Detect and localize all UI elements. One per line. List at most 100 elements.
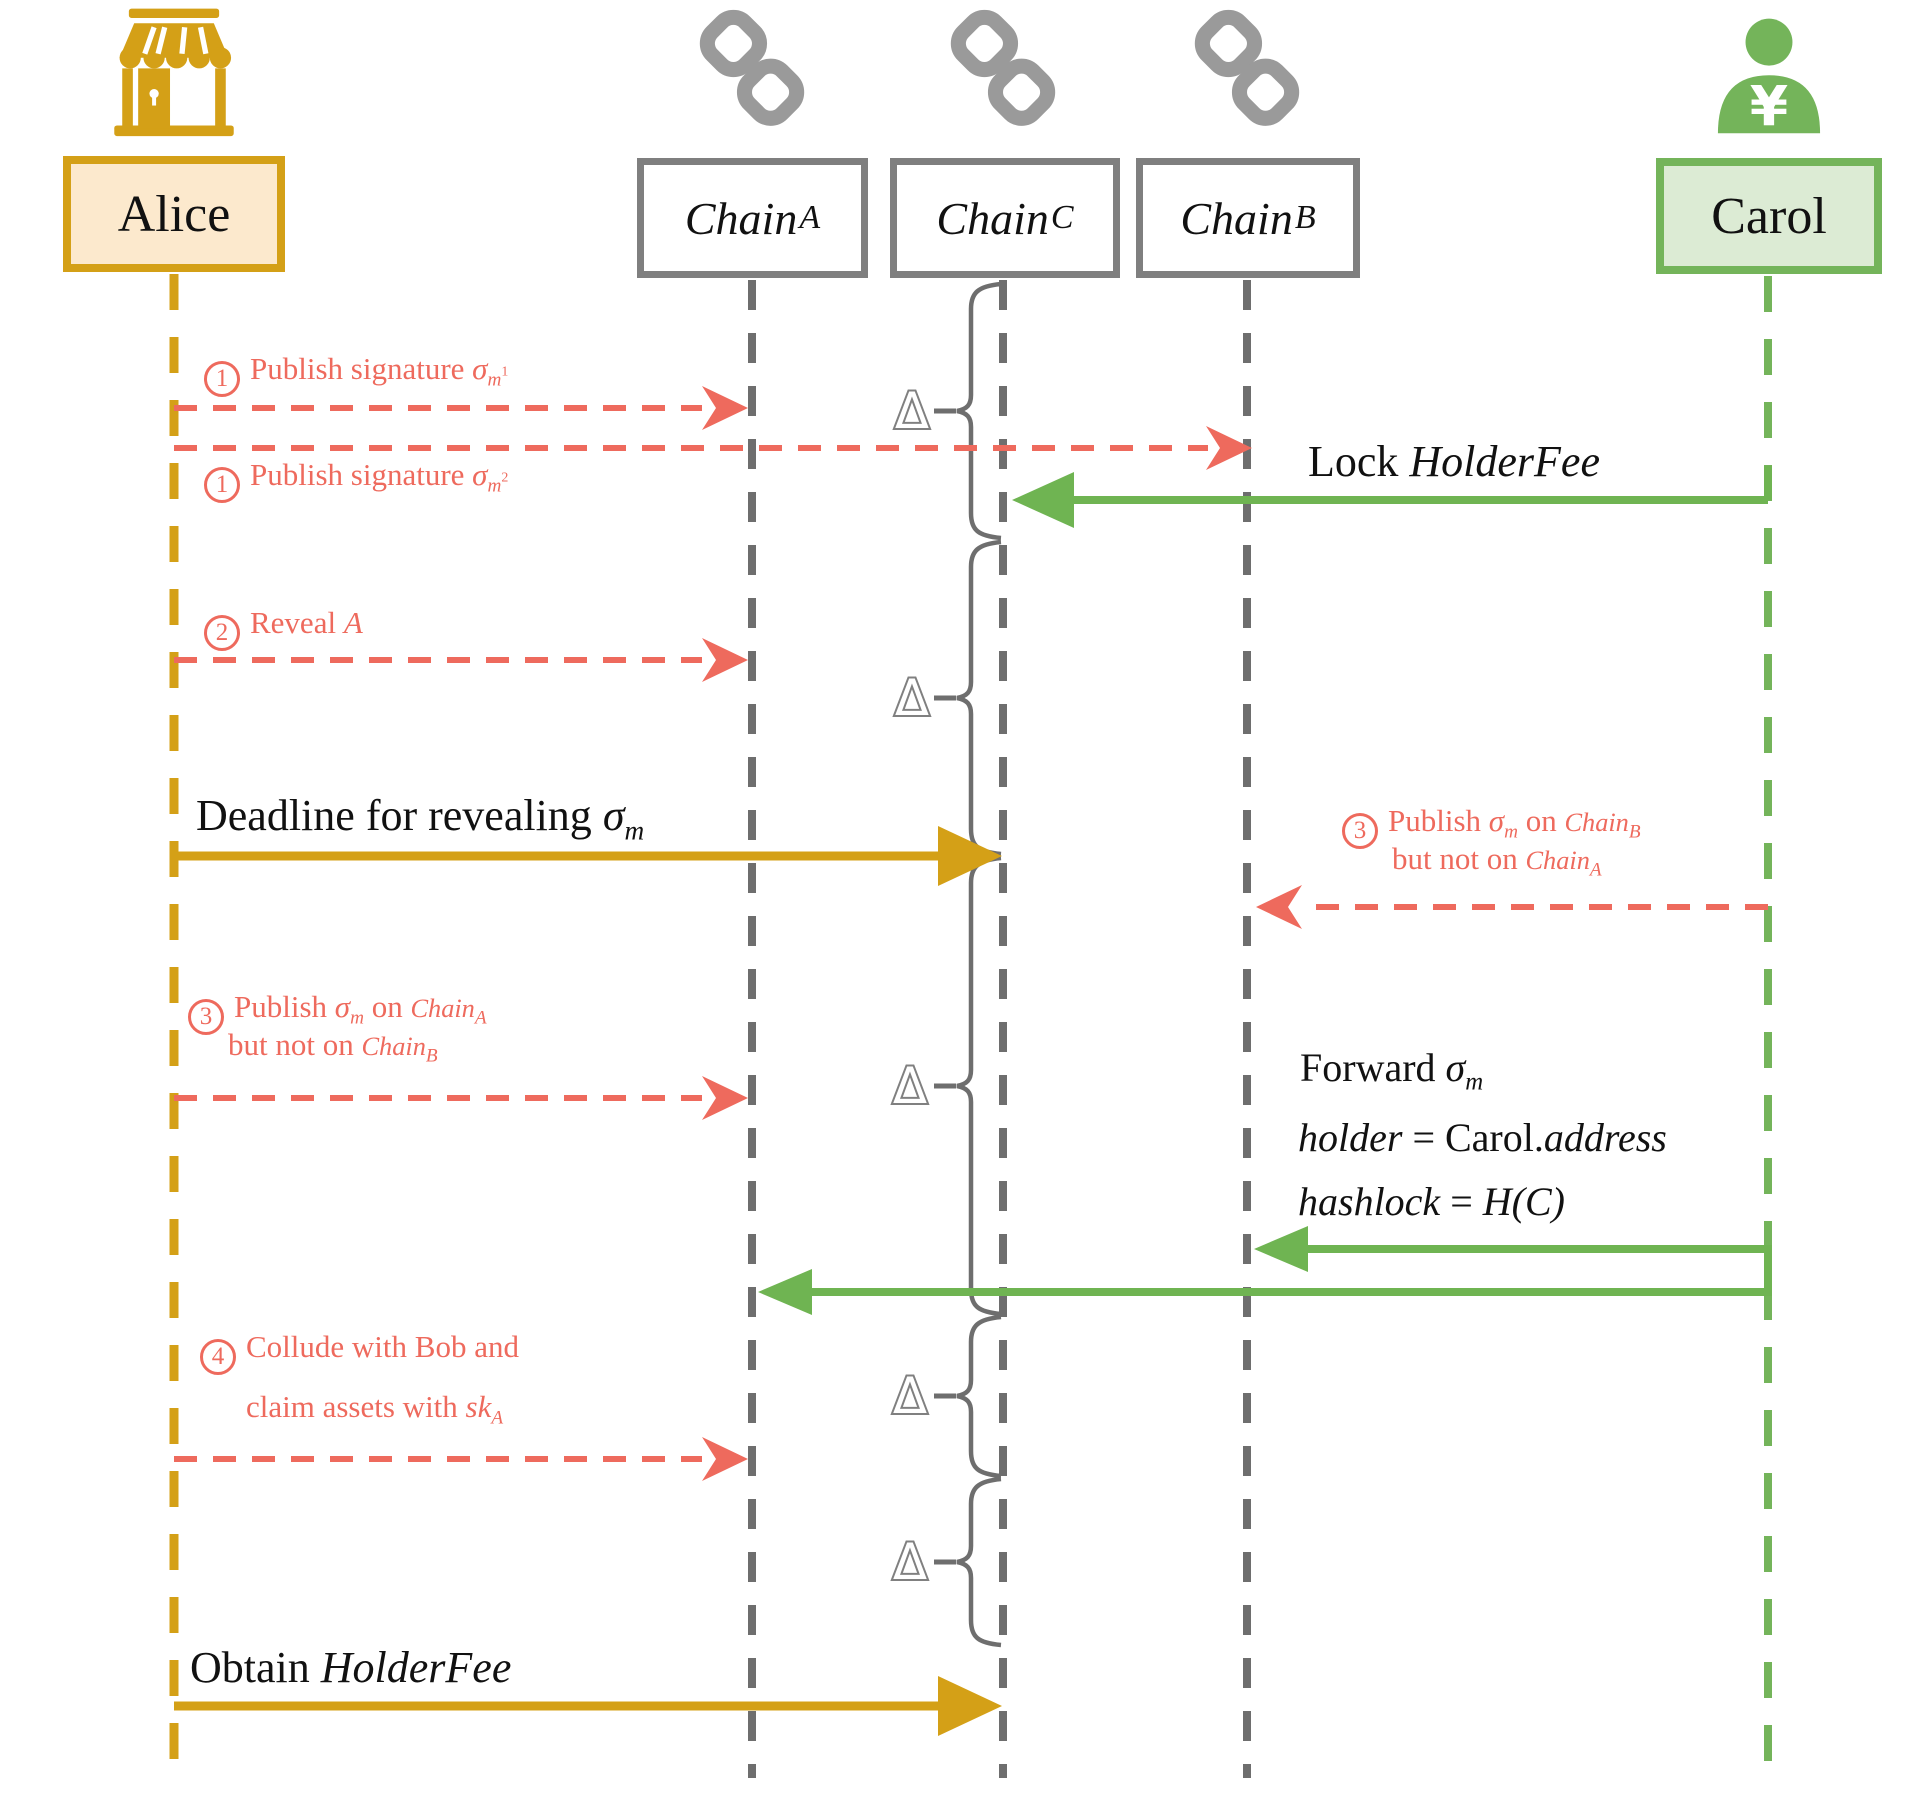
delta-brace: [956, 1314, 1002, 1479]
math-text: A: [343, 605, 363, 640]
label-forward-sigma: Forward σm: [1300, 1046, 1483, 1096]
sigma: σ: [334, 989, 351, 1024]
actor-label-chain-a: Chain: [684, 192, 798, 244]
math-text: address: [1543, 1115, 1667, 1160]
label-text: Carol.: [1445, 1115, 1544, 1160]
math-text: H(C): [1482, 1179, 1565, 1224]
label-text: Publish signature: [250, 457, 473, 492]
chain-ref: Chain: [1564, 808, 1629, 837]
arrowhead-right: [702, 638, 748, 682]
sigma: σ: [602, 791, 625, 840]
circled-number: 4: [200, 1339, 236, 1375]
sigma-sub: m: [1465, 1068, 1484, 1096]
actor-label-chain-b: Chain: [1180, 192, 1293, 244]
label-deadline: Deadline for revealing σm: [196, 791, 645, 846]
delta-braces: [934, 281, 1002, 1648]
chain-ref-sub: A: [1589, 859, 1602, 881]
chain-ref: Chain: [361, 1032, 426, 1061]
label-holder-assign: holder = Carol.address: [1298, 1116, 1667, 1160]
delta-symbol: Δ: [893, 1367, 927, 1425]
sigma: σ: [1445, 1045, 1466, 1090]
sigma-sup: 2: [501, 470, 509, 486]
label-text: claim assets with: [246, 1389, 466, 1424]
chain-ref: Chain: [1525, 846, 1590, 875]
sigma-sub: m: [1504, 821, 1518, 843]
arrowhead-right: [702, 386, 748, 430]
label-obtain-holderfee: Obtain HolderFee: [190, 1643, 512, 1692]
arrowhead-right: [938, 1676, 1002, 1736]
circled-number: 1: [204, 361, 240, 397]
delta-symbol: Δ: [893, 1057, 927, 1115]
circled-number: 1: [204, 467, 240, 503]
sigma-sub: m: [624, 815, 645, 846]
label-text: Deadline for revealing: [196, 791, 603, 840]
actor-box-carol: Carol: [1656, 158, 1882, 274]
delta-symbol: Δ: [895, 382, 929, 440]
delta-symbol: Δ: [895, 669, 929, 727]
circled-number: 3: [1342, 813, 1378, 849]
actor-box-alice: Alice: [63, 156, 285, 272]
math-sub: A: [491, 1407, 504, 1429]
sigma-sub: m: [487, 369, 502, 391]
label-text: Publish signature: [250, 351, 473, 386]
arrowhead-right: [1206, 426, 1252, 470]
chain-ref-sub: B: [425, 1045, 438, 1067]
math-text: holder: [1298, 1115, 1403, 1160]
sigma: σ: [472, 351, 488, 386]
sigma-sup: 1: [501, 364, 509, 380]
arrowhead-left: [1256, 885, 1302, 929]
delta-symbol: Δ: [893, 1533, 927, 1591]
label-publish-on-b-line2: but not on ChainA: [1392, 841, 1602, 881]
label-text: Obtain: [190, 1643, 321, 1692]
actor-label-alice: Alice: [117, 185, 231, 243]
chain-icon: [699, 9, 805, 126]
yen-symbol: ¥: [1750, 75, 1788, 139]
delta-brace: [956, 855, 1002, 1317]
person-yen-icon: ¥: [1717, 18, 1821, 139]
math-text: sk: [465, 1389, 492, 1424]
label-lock-holderfee: Lock HolderFee: [1308, 437, 1600, 486]
chain-b-subscript: B: [1294, 199, 1316, 236]
label-text: but not on: [1392, 841, 1526, 876]
chain-ref-sub: B: [1628, 821, 1641, 843]
label-text: on: [1517, 803, 1565, 838]
label-collude-line2: claim assets with skA: [246, 1389, 504, 1429]
chain-a-subscript: A: [799, 199, 821, 236]
sigma-sub: m: [350, 1007, 364, 1029]
label-text: Forward: [1300, 1045, 1446, 1090]
delta-brace: [956, 539, 1002, 857]
arrowhead-left: [1254, 1226, 1308, 1272]
delta-brace: [956, 281, 1002, 541]
math-text: HolderFee: [1409, 437, 1600, 486]
sigma-sub: m: [487, 475, 502, 497]
arrowhead-right: [938, 826, 1002, 886]
arrowhead-left: [758, 1269, 812, 1315]
delta-brace: [956, 1476, 1002, 1648]
arrowhead-right: [702, 1437, 748, 1481]
chain-ref: Chain: [410, 994, 475, 1023]
arrowhead-right: [702, 1076, 748, 1120]
chain-icon: [1194, 9, 1300, 126]
label-text: Lock: [1308, 437, 1410, 486]
circled-number: 2: [204, 615, 240, 651]
math-text: HolderFee: [320, 1643, 512, 1692]
label-text: Publish: [234, 989, 335, 1024]
actor-label-carol: Carol: [1711, 187, 1827, 245]
equals: =: [1440, 1179, 1483, 1224]
label-text: on: [363, 989, 411, 1024]
actor-label-chain-c: Chain: [936, 192, 1049, 244]
label-hashlock-assign: hashlock = H(C): [1298, 1180, 1565, 1224]
sigma: σ: [472, 457, 488, 492]
arrowhead-left: [1012, 472, 1074, 528]
label-publish-on-a-line2: but not on ChainB: [228, 1027, 438, 1067]
circled-number: 3: [188, 999, 224, 1035]
